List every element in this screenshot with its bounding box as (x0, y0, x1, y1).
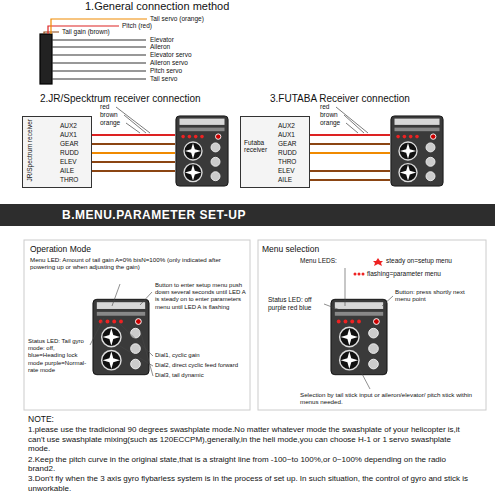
note-text: 1.please use the tradicional 90 degrees … (28, 425, 473, 453)
channel-name: RUDD (278, 149, 297, 157)
part-label: Elevator servo (150, 51, 192, 59)
gyro-unit (391, 116, 443, 186)
part-label: orange (320, 119, 340, 127)
channel-name: THRO (60, 176, 78, 184)
part-label: Status LED: off purple red blue (268, 296, 322, 312)
channel-name: AILE (278, 176, 292, 184)
receiver-box: JR/Spectrum receiver (22, 116, 92, 188)
part-label: Status LED: Tail gyro mode: off, blue=He… (28, 338, 88, 374)
part-label: steady on=setup menu (386, 257, 452, 265)
gyro-unit (331, 299, 387, 374)
section-title: Menu selection (262, 244, 319, 254)
part-label: Aileron servo (150, 59, 188, 67)
channel-name: AILE (60, 167, 74, 175)
part-label: Menu LED: Amount of tail gain A=0% bisN=… (30, 256, 235, 271)
part-label: Dial3, tail dynamic (155, 372, 204, 379)
part-label: Pitch (red) (122, 22, 152, 30)
part-label: Aileron (150, 43, 170, 51)
section-title: NOTE: (28, 414, 54, 424)
part-label: Button: press shortly next menu point (395, 288, 481, 303)
panel-frame (24, 240, 250, 410)
part-label: Button to enter setup menu push down sev… (155, 282, 247, 311)
node-text: B.MENU.PARAMETER SET-UP (62, 208, 495, 222)
channel-name: ELEV (278, 167, 295, 175)
jr-wiring (92, 107, 175, 171)
part-label: Pitch servo (150, 67, 182, 75)
part-label: orange (100, 119, 120, 127)
section-band: B.MENU.PARAMETER SET-UP (0, 204, 495, 226)
part-label: red (320, 103, 329, 111)
node-text: JR/Spectrum receiver (26, 119, 33, 182)
section-title: Operation Mode (30, 244, 91, 254)
channel-name: GEAR (60, 140, 78, 148)
part-label: red (100, 103, 109, 111)
channel-name: AUX2 (60, 122, 77, 130)
part-label: Tail gain (brown) (62, 28, 110, 36)
section-title: 1.General connection method (85, 0, 229, 13)
channel-name: AUX1 (60, 131, 77, 139)
channel-name: RUDD (60, 149, 79, 157)
part-label: Menu LEDS: (300, 257, 337, 265)
part-label: Dial1, cyclic gain (155, 352, 200, 359)
channel-name: ELEV (60, 158, 77, 166)
gyro-unit (176, 116, 228, 186)
channel-name: AUX2 (278, 122, 295, 130)
part-label: Tail servo (orange) (150, 15, 204, 23)
part-label: Selection by tail stick input or aileron… (300, 391, 480, 406)
channel-name: THRO (278, 158, 296, 166)
node-text: Futaba receiver (244, 139, 270, 154)
panel-frame (258, 240, 486, 410)
part-label: Elevator (150, 36, 174, 44)
gyro-unit (93, 299, 149, 374)
channel-name: GEAR (278, 140, 296, 148)
part-label: Dial2, direct cyclic feed forward (155, 362, 238, 369)
part-label: brown (320, 111, 338, 119)
part-label: Tail servo (150, 75, 177, 83)
receiver-box: Futaba receiver (240, 116, 310, 188)
channel-name: AUX1 (278, 131, 295, 139)
part-label: brown (100, 111, 118, 119)
section-title: 3.FUTABA Receiver connection (270, 93, 410, 105)
section-title: 2.JR/Specktrum receiver connection (40, 93, 201, 105)
leader-lines (90, 268, 393, 389)
note-text: 2.Keep the pitch curve in the original s… (28, 455, 473, 474)
note-text: 3.Don't fly when the 3 axis gyro flybarl… (28, 474, 473, 493)
part-label: flashing=parameter menu (367, 270, 441, 278)
futaba-wiring (310, 107, 390, 180)
